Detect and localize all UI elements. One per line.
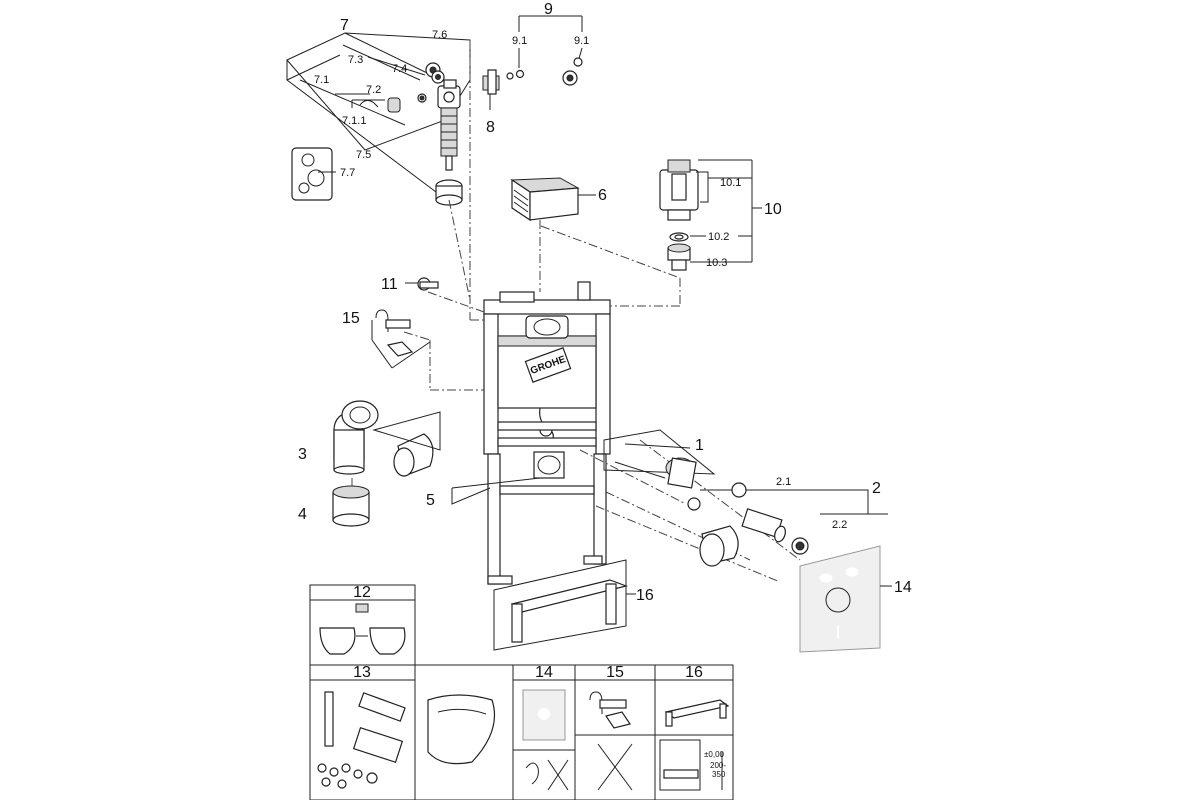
label-part-5: 5 bbox=[426, 492, 435, 509]
label-part-10-2: 10.2 bbox=[708, 231, 729, 243]
info-box-15 bbox=[574, 664, 656, 800]
label-part-7-1-1: 7.1.1 bbox=[342, 115, 366, 127]
label-part-7-5: 7.5 bbox=[356, 149, 371, 161]
part-11-fixing-screw bbox=[405, 277, 439, 291]
label-part-3: 3 bbox=[298, 446, 307, 463]
label-part-7-4: 7.4 bbox=[392, 63, 407, 75]
part-labels: 1 2 2.1 2.2 3 4 5 6 7 7.1 7.1.1 7.2 7.3 … bbox=[298, 1, 912, 779]
box-title-16: 16 bbox=[685, 664, 703, 681]
label-part-1: 1 bbox=[695, 437, 704, 454]
box-title-13: 13 bbox=[353, 664, 371, 681]
info-box-14 bbox=[512, 664, 576, 800]
label-part-7-6: 7.6 bbox=[432, 29, 447, 41]
label-part-16: 16 bbox=[636, 587, 654, 604]
label-part-9-1-right: 9.1 bbox=[574, 35, 589, 47]
installation-frame: GROHE bbox=[483, 281, 611, 585]
part-4-cap bbox=[332, 485, 370, 527]
label-part-7-3: 7.3 bbox=[348, 54, 363, 66]
label-part-14: 14 bbox=[894, 579, 912, 596]
info-box-16 bbox=[654, 664, 734, 800]
part-14-sound-insulation bbox=[799, 545, 892, 653]
part-3-drain-bend bbox=[333, 400, 441, 477]
label-part-7: 7 bbox=[340, 17, 349, 34]
dimension-max: 350 bbox=[712, 770, 726, 779]
label-part-4: 4 bbox=[298, 506, 307, 523]
dimension-zero: ±0,00 bbox=[704, 750, 725, 759]
part-7-7-parts-bag bbox=[291, 147, 336, 201]
label-part-2-2: 2.2 bbox=[832, 519, 847, 531]
label-part-8: 8 bbox=[486, 119, 495, 136]
box-title-15: 15 bbox=[606, 664, 624, 681]
label-part-10: 10 bbox=[764, 201, 782, 218]
box-title-12: 12 bbox=[353, 584, 371, 601]
part-16-support-bracket bbox=[493, 559, 636, 651]
label-part-9-1-left: 9.1 bbox=[512, 35, 527, 47]
label-part-2: 2 bbox=[872, 480, 881, 497]
part-6-actuation-module bbox=[510, 177, 596, 222]
part-9-flex-hose bbox=[506, 15, 583, 86]
part-10-flush-valve bbox=[659, 159, 762, 271]
dimension-min: 200- bbox=[710, 761, 726, 770]
part-2-connection-set bbox=[687, 482, 888, 567]
label-part-6: 6 bbox=[598, 187, 607, 204]
box-title-14: 14 bbox=[535, 664, 553, 681]
info-box-toilet bbox=[414, 664, 514, 800]
label-part-7-7: 7.7 bbox=[340, 167, 355, 179]
part-15-wall-bracket bbox=[371, 309, 431, 369]
part-7-small-components bbox=[359, 62, 445, 113]
label-part-7-1: 7.1 bbox=[314, 74, 329, 86]
assembly-lines bbox=[351, 40, 801, 583]
part-1-mounting-bolts bbox=[603, 429, 716, 489]
info-box-13 bbox=[309, 664, 416, 800]
label-part-15: 15 bbox=[342, 310, 360, 327]
info-box-12 bbox=[309, 584, 416, 666]
label-part-9: 9 bbox=[544, 1, 553, 18]
label-part-10-1: 10.1 bbox=[720, 177, 741, 189]
label-part-11: 11 bbox=[381, 276, 398, 293]
label-part-10-3: 10.3 bbox=[706, 257, 727, 269]
label-part-2-1: 2.1 bbox=[776, 476, 791, 488]
part-8-bracket bbox=[482, 69, 500, 110]
label-part-7-2: 7.2 bbox=[366, 84, 381, 96]
fill-valve-assembly bbox=[435, 79, 463, 206]
part-5-leader bbox=[451, 477, 541, 505]
